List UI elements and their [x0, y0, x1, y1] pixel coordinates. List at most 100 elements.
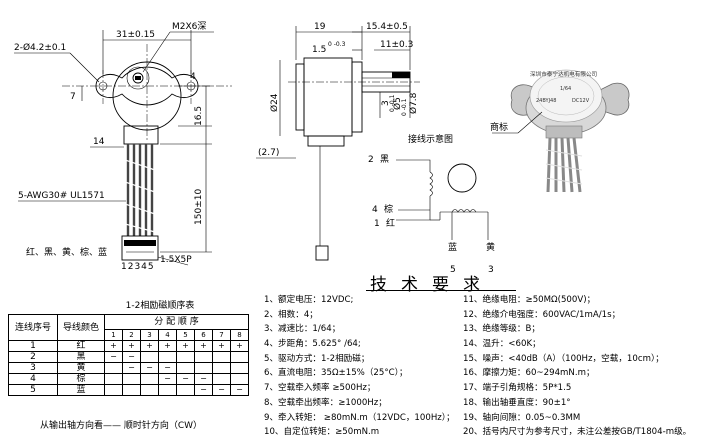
- wire-bundle: [126, 144, 154, 236]
- row-step-cell: [212, 351, 231, 363]
- header-order: 分 配 顺 序: [104, 314, 249, 330]
- dim-2-7: (2.7): [258, 148, 279, 158]
- row-color: 黄: [57, 362, 105, 374]
- spec-item: 9、牵入转矩： ≥80mN.m（12VDC，100Hz）；: [264, 412, 455, 423]
- step-3: 3: [140, 329, 159, 341]
- row-color: 棕: [57, 373, 105, 385]
- side-view: 19 15.4±0.5 1.5 0 -0.3 11±0.3 Ø24 3 0 -0…: [256, 22, 420, 261]
- step-5: 5: [176, 329, 195, 341]
- row-step-cell: [176, 362, 195, 374]
- spec-item: 7、空载牵入频率 ≥500Hz；: [264, 383, 376, 394]
- row-step-cell: −: [158, 362, 177, 374]
- row-step-cell: [230, 351, 249, 363]
- photo-wire-exit: [545, 125, 583, 139]
- row-step-cell: +: [158, 340, 177, 352]
- spec-item: 13、绝缘等级：B；: [463, 324, 540, 335]
- spec-list-left: 1、额定电压：12VDC;2、相数：4；3、减速比：1/64；4、步距角：5.6…: [264, 293, 455, 440]
- row-step-cell: [212, 373, 231, 385]
- wiring-blue: 蓝: [448, 241, 457, 253]
- row-color: 红: [57, 340, 105, 352]
- step-2: 2: [122, 329, 141, 341]
- wire-spec-label: 5-AWG30# UL1571: [18, 191, 105, 201]
- wiring-title: 接线示意图: [408, 133, 453, 145]
- photo-voltage: DC12V: [572, 98, 590, 104]
- step-6: 6: [194, 329, 213, 341]
- header-color: 导线颜色: [57, 314, 105, 341]
- spec-title: 技术要求: [370, 275, 494, 295]
- spec-item: 17、端子引角规格：5P*1.5: [463, 383, 572, 394]
- row-step-cell: −: [122, 362, 141, 374]
- pin-numbers: 12345: [121, 262, 155, 272]
- spec-item: 19、轴向间隙：0.05~0.3MM: [463, 412, 581, 423]
- row-step-cell: +: [176, 340, 195, 352]
- spec-item: 3、减速比：1/64；: [264, 324, 341, 335]
- row-step-cell: [140, 373, 159, 385]
- row-step-cell: +: [104, 340, 123, 352]
- row-seq: 5: [8, 384, 58, 396]
- wiring-diagram: 接线示意图 2 黑 4 棕 1 红 蓝 黄 5 3: [368, 133, 495, 275]
- row-step-cell: [212, 362, 231, 374]
- row-step-cell: [122, 373, 141, 385]
- row-step-cell: −: [212, 384, 231, 396]
- excitation-caption: 1-2相励磁顺序表: [125, 301, 195, 311]
- photo-rating: 1/64: [560, 86, 571, 92]
- row-step-cell: −: [230, 384, 249, 396]
- spec-item: 18、输出轴垂直度：90±1°: [463, 397, 571, 408]
- row-step-cell: [140, 384, 159, 396]
- row-step-cell: −: [122, 351, 141, 363]
- wiring-pin-4: 4: [372, 205, 378, 215]
- row-seq: 4: [8, 373, 58, 385]
- motor-photo: 深圳市泰宁达机电有限公司 24BYJ48 DC12V 1/64 商标: [490, 69, 630, 193]
- front-view: 31±0.15 2-Ø4.2±0.1 M2X6深 7 4 16.5 150±10…: [14, 21, 232, 272]
- row-step-cell: −: [140, 362, 159, 374]
- row-step-cell: +: [140, 340, 159, 352]
- wire-colors-label: 红、黑、黄、棕、蓝: [26, 246, 107, 258]
- row-step-cell: −: [104, 351, 123, 363]
- row-step-cell: [104, 384, 123, 396]
- dim-7: 7: [70, 92, 76, 102]
- rotation-direction-note: 从输出轴方向看—— 顺时针方向（CW）: [40, 421, 203, 431]
- row-color: 蓝: [57, 384, 105, 396]
- row-step-cell: +: [230, 340, 249, 352]
- dim-dia-24: Ø24: [269, 93, 280, 112]
- row-step-cell: [158, 351, 177, 363]
- row-step-cell: +: [212, 340, 231, 352]
- side-connector: [315, 245, 329, 261]
- dim-1-5-tol: 0 -0.3: [328, 41, 346, 48]
- side-wire-exit: [307, 135, 345, 147]
- row-color: 黑: [57, 351, 105, 363]
- spec-item: 2、相数：4；: [264, 309, 318, 320]
- row-step-cell: [176, 351, 195, 363]
- side-flange: [351, 61, 363, 133]
- wire-exit-block: [123, 125, 159, 145]
- dim-dia-7-8: Ø7.8: [408, 92, 419, 114]
- side-motor-can: [295, 63, 305, 131]
- row-seq: 2: [8, 351, 58, 363]
- step-8: 8: [230, 329, 249, 341]
- dim-4: 4: [190, 72, 196, 82]
- side-gear-cover: [303, 57, 353, 137]
- spec-item: 6、直流电阻：35Ω±15%（25°C）；: [264, 368, 408, 379]
- row-step-cell: [122, 384, 141, 396]
- row-step-cell: [104, 373, 123, 385]
- photo-trademark-label: 商标: [490, 121, 508, 133]
- dim-3-tol: 0 -0.1: [389, 94, 396, 112]
- row-step-cell: [230, 362, 249, 374]
- spec-item: 20、括号内尺寸为参考尺寸，未注公差按GB/T1804-m级。: [463, 427, 692, 438]
- dim-3: 3: [381, 100, 391, 106]
- dim-holes: 2-Ø4.2±0.1: [14, 42, 66, 53]
- step-7: 7: [212, 329, 231, 341]
- spec-item: 12、绝缘介电强度：600VAC/1mA/1s；: [463, 309, 621, 320]
- row-step-cell: −: [194, 373, 213, 385]
- dim-14: 14: [93, 137, 105, 147]
- gear-boss: [126, 66, 150, 90]
- dim-dia-5-tol: 0 -0.1: [401, 98, 408, 116]
- wiring-pin-2: 2: [368, 155, 374, 165]
- dim-hole-spacing: 31±0.15: [116, 30, 155, 40]
